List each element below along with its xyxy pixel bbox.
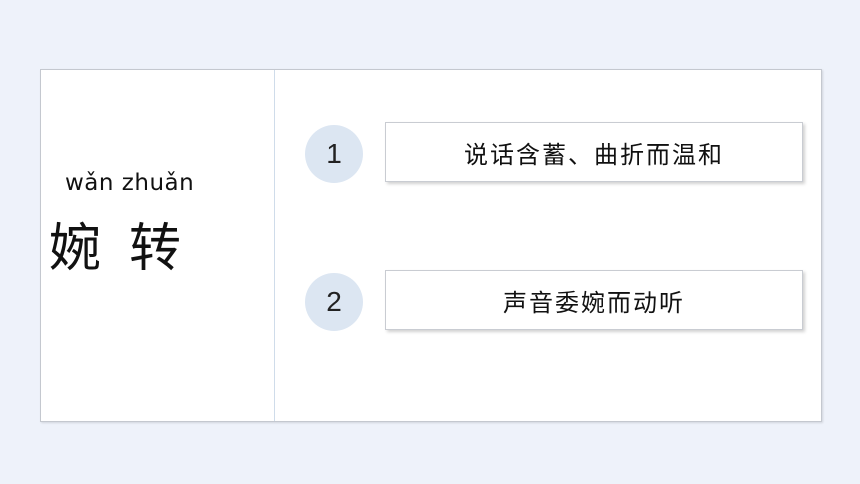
meaning-text-1[interactable]: 说话含蓄、曲折而温和: [385, 122, 803, 182]
meaning-text-2[interactable]: 声音委婉而动听: [385, 270, 803, 330]
meaning-item-2: 2 声音委婉而动听: [41, 270, 821, 340]
meaning-item-1: 1 说话含蓄、曲折而温和: [41, 122, 821, 192]
panel-divider: [274, 70, 275, 421]
word-panel: wǎn zhuǎn 婉转: [41, 70, 274, 421]
hanzi-word: 婉转: [49, 219, 210, 279]
word-card: wǎn zhuǎn 婉转 1 说话含蓄、曲折而温和 2 声音委婉而动听: [40, 69, 822, 422]
meaning-number-1: 1: [305, 125, 363, 183]
pinyin-label: wǎn zhuǎn: [65, 170, 195, 196]
meaning-number-2: 2: [305, 273, 363, 331]
